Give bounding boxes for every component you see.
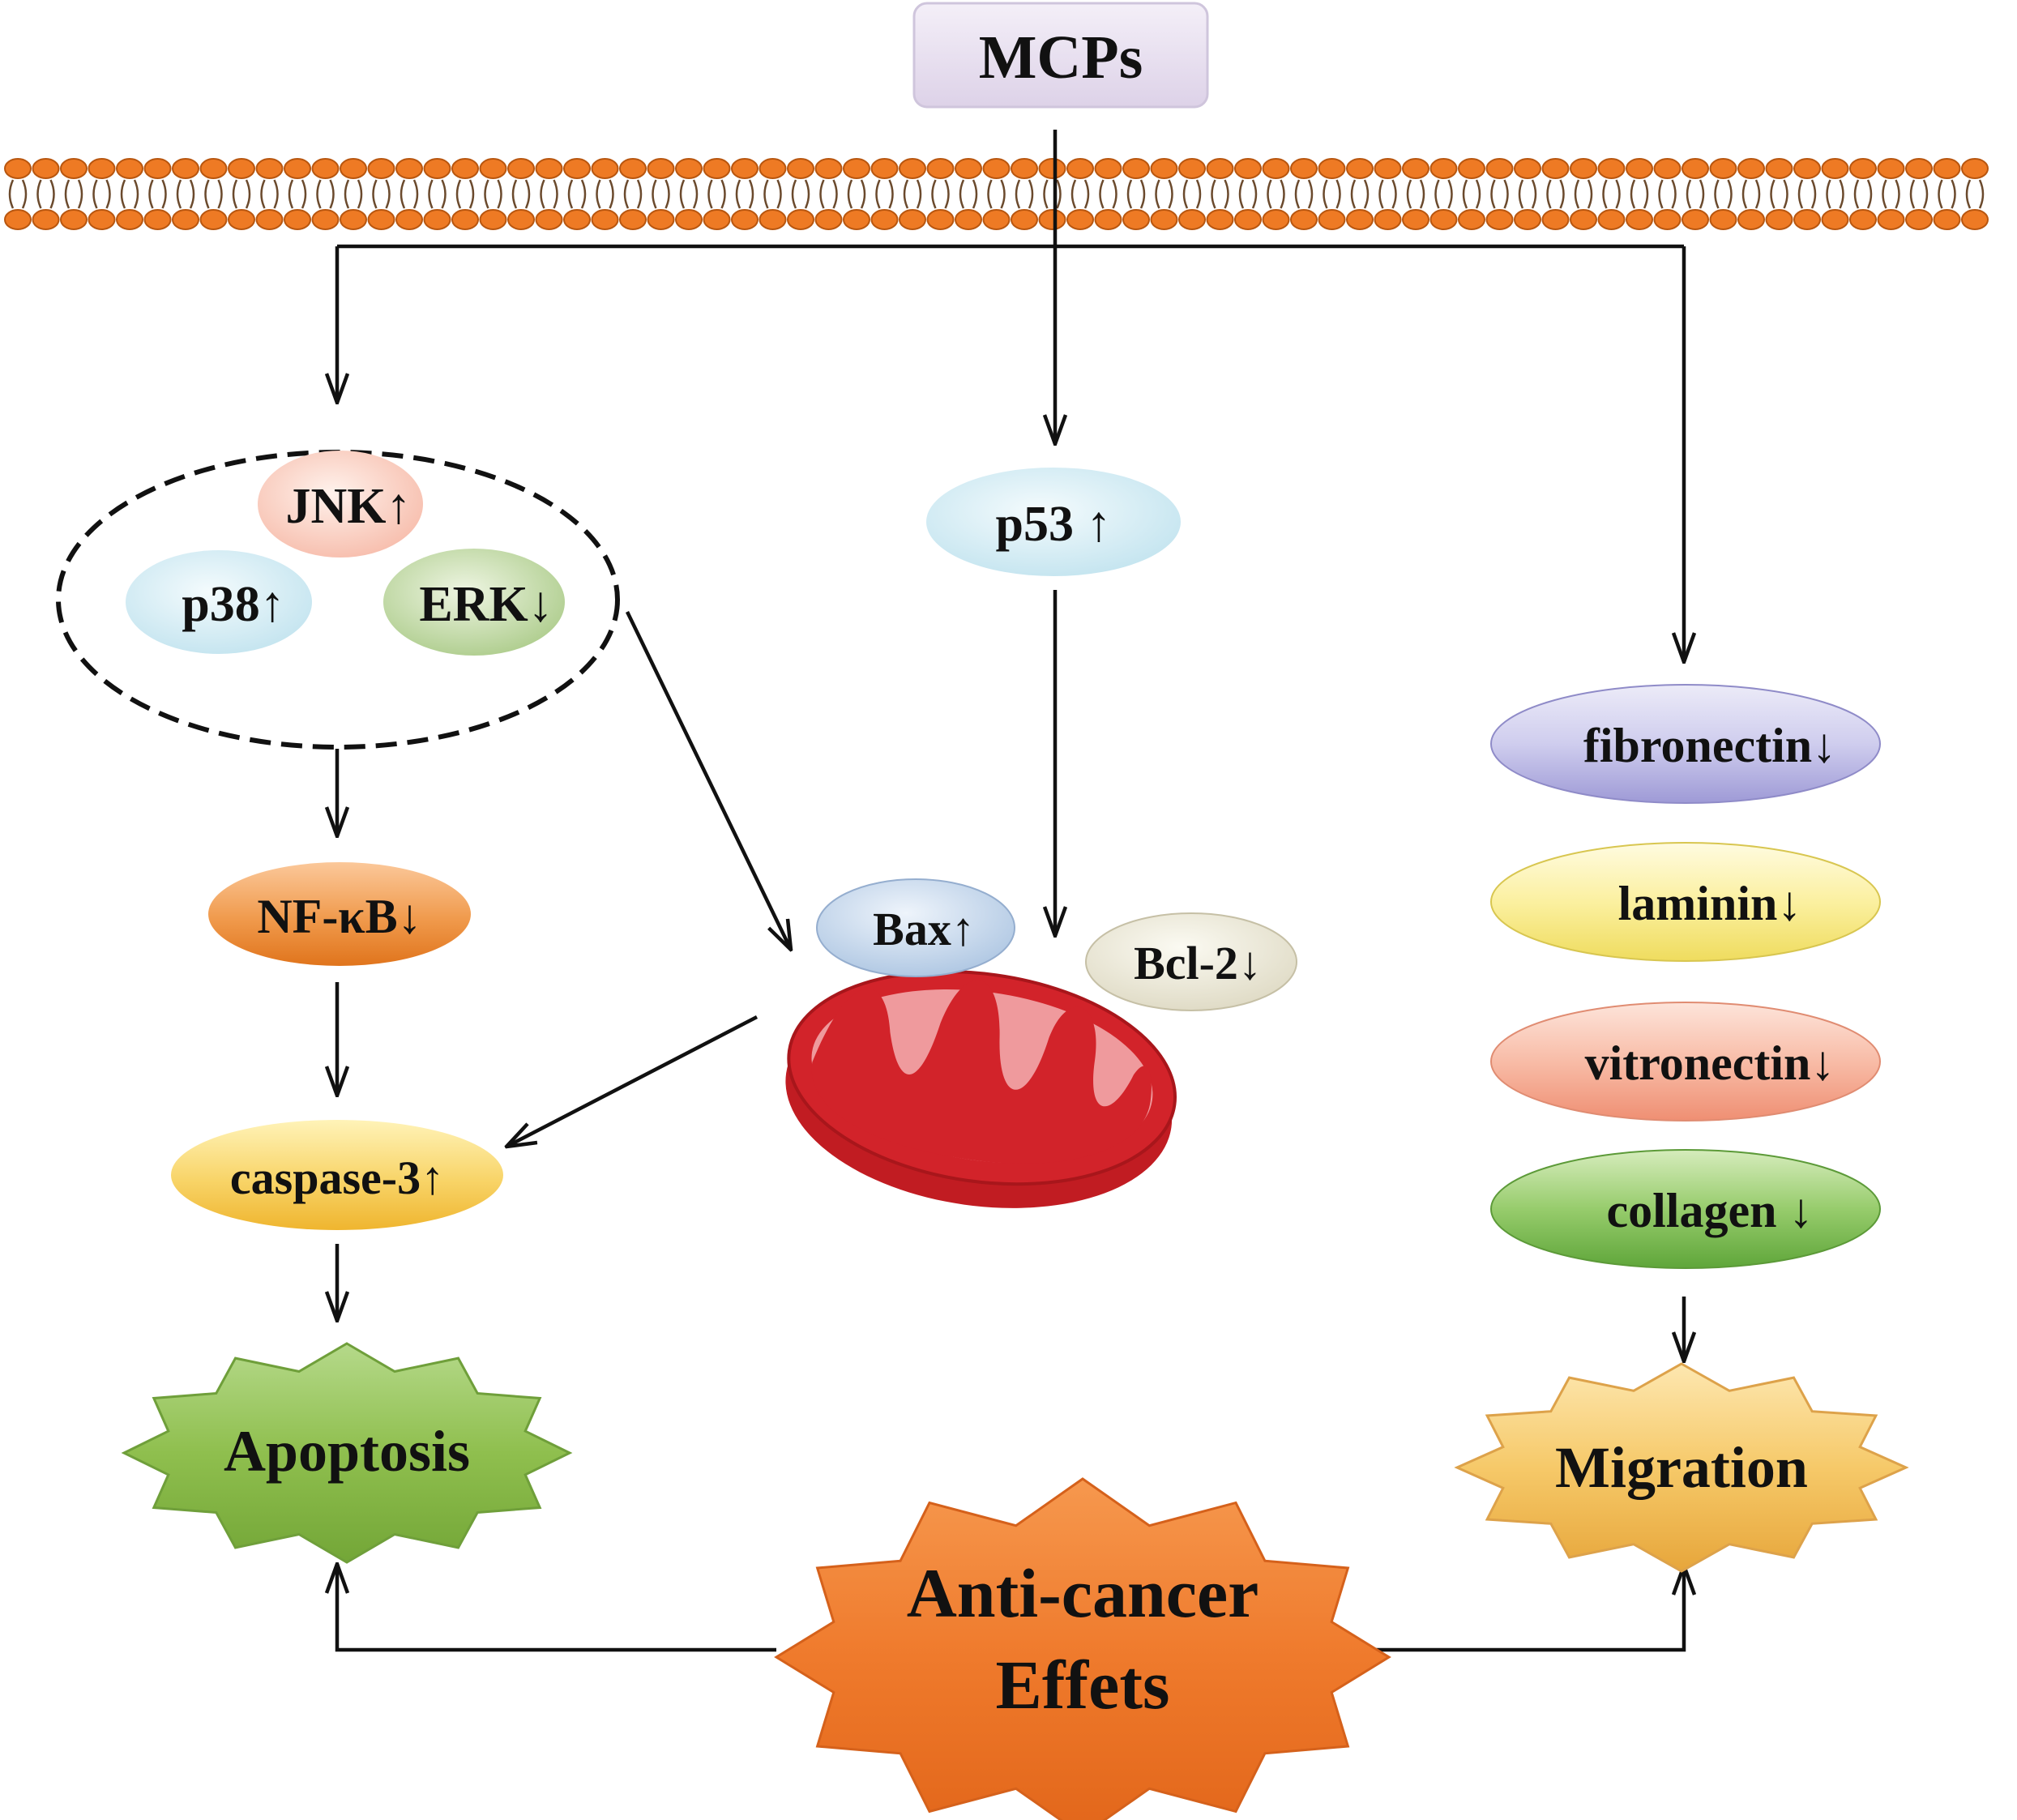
collagen-node: collagen ↓ [1490, 1149, 1881, 1269]
mcps-label: MCPs [979, 23, 1143, 92]
erk-label: ERK↓ [419, 577, 553, 632]
effects-label-line1: Anti-cancer [907, 1554, 1259, 1632]
nfkb-label: NF-κB↓ [257, 890, 421, 943]
migration-label: Migration [1555, 1435, 1808, 1500]
effects-label-line2: Effets [996, 1646, 1170, 1724]
p53-node: p53 ↑ [926, 468, 1181, 576]
arrow-mitochondrion-to-caspase [506, 1015, 759, 1147]
caspase3-label: caspase-3↑ [230, 1151, 444, 1204]
migration-badge: Migration [1454, 1362, 1909, 1573]
connectors [337, 130, 1684, 1652]
p53-label: p53 ↑ [996, 497, 1112, 552]
erk-node: ERK↓ [383, 549, 565, 656]
bax-label: Bax↑ [873, 903, 975, 955]
anti-cancer-effects-badge: Anti-cancer Effets [774, 1477, 1391, 1820]
p38-label: p38↑ [182, 577, 284, 632]
apoptosis-label: Apoptosis [224, 1419, 470, 1484]
mcps-box: MCPs [912, 2, 1209, 109]
bcl2-label: Bcl-2↓ [1134, 937, 1262, 989]
vitronectin-node: vitronectin↓ [1490, 1002, 1881, 1121]
fibronectin-node: fibronectin↓ [1490, 684, 1881, 804]
laminin-node: laminin↓ [1490, 842, 1881, 962]
mitochondrion [785, 970, 1177, 1208]
bax-node: Bax↑ [816, 878, 1015, 977]
fibronectin-label: fibronectin↓ [1583, 719, 1836, 772]
caspase3-node: caspase-3↑ [171, 1120, 503, 1230]
jnk-node: JNK↑ [258, 451, 423, 558]
bcl2-node: Bcl-2↓ [1085, 912, 1297, 1011]
arrow-mapk-to-mitochondrion [625, 611, 791, 950]
jnk-label: JNK↑ [286, 479, 412, 534]
apoptosis-badge: Apoptosis [121, 1342, 573, 1564]
laminin-label: laminin↓ [1618, 877, 1802, 930]
cell-membrane [4, 158, 1989, 230]
p38-node: p38↑ [126, 550, 312, 654]
arrow-effects-to-migration [1376, 1566, 1684, 1652]
arrow-effects-to-apoptosis [337, 1564, 776, 1652]
collagen-label: collagen ↓ [1607, 1184, 1814, 1237]
nfkb-node: NF-κB↓ [208, 862, 471, 966]
vitronectin-label: vitronectin↓ [1585, 1036, 1835, 1090]
